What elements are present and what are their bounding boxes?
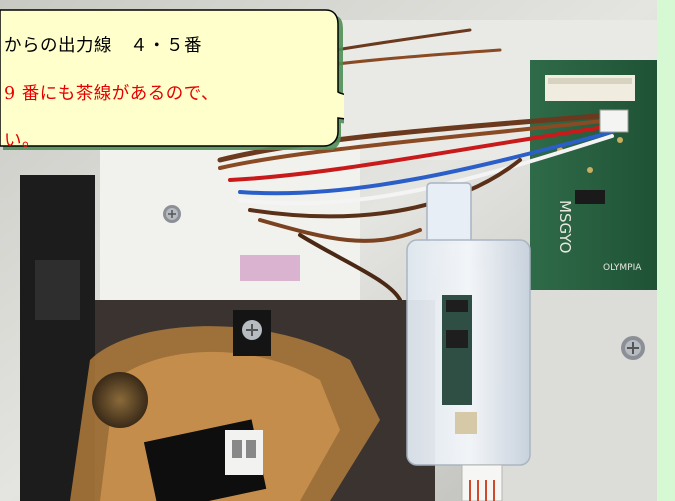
pink-window xyxy=(240,255,300,281)
clear-module xyxy=(406,182,531,501)
board-label: OLYMPIA xyxy=(603,263,642,273)
caption-callout: からの出力線 ４・５番 9 番にも茶線があるので、 い。 xyxy=(0,8,344,151)
caption-line-3: い。 xyxy=(4,131,40,151)
wire-connector xyxy=(599,109,629,133)
board-side-text: MSGYO xyxy=(556,200,574,254)
screw-right xyxy=(621,336,645,360)
caption-line-2: 9 番にも茶線があるので、 xyxy=(4,84,219,104)
screw-left xyxy=(163,205,181,223)
circuit-board: OLYMPIA MSGYO xyxy=(530,60,657,290)
black-plug xyxy=(143,419,267,501)
screw-center xyxy=(233,310,271,356)
caption-line-1: からの出力線 ４・５番 xyxy=(4,36,202,56)
